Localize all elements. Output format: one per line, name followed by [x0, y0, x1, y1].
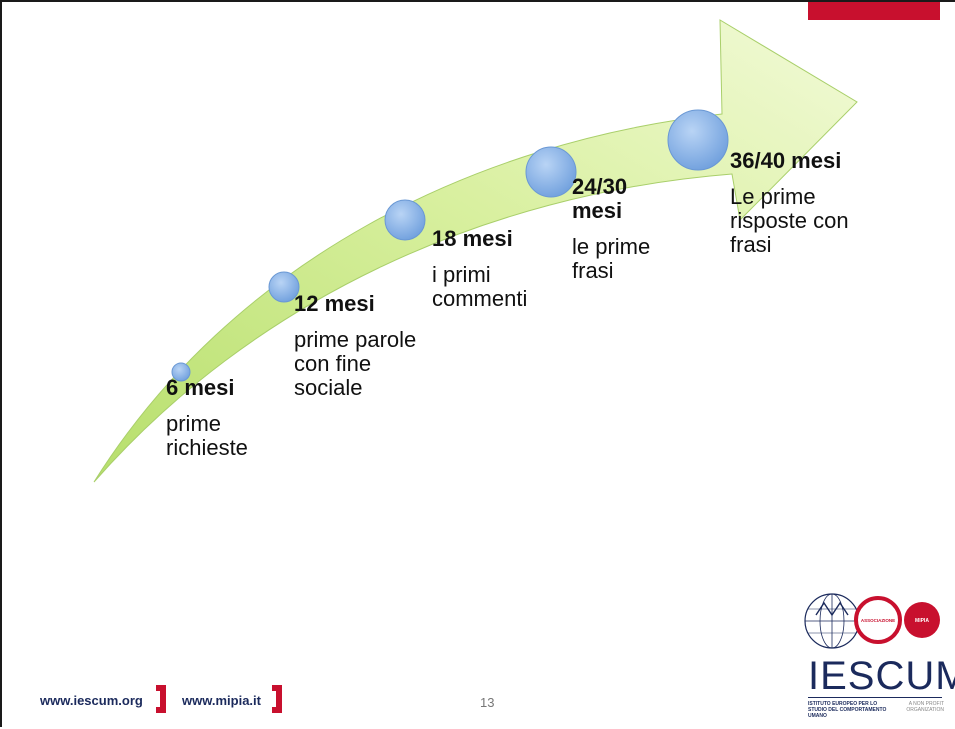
milestone-12-mesi: 12 mesi prime parole con fine sociale: [294, 292, 429, 400]
milestone-title: 18 mesi: [432, 226, 513, 251]
iescum-logo: ASSOCIAZIONE MIPIA IESCUM ISTITUTO EUROP…: [802, 585, 955, 725]
milestone-18-mesi: 18 mesi i primi commenti: [432, 227, 562, 311]
logo-badges: ASSOCIAZIONE MIPIA: [804, 593, 940, 649]
badge-left-text: ASSOCIAZIONE: [861, 618, 895, 623]
associazione-badge: ASSOCIAZIONE: [854, 596, 902, 644]
bubble-12-mesi: [268, 271, 300, 303]
milestone-6-mesi: 6 mesi prime richieste: [166, 376, 286, 460]
milestone-description: prime richieste: [166, 411, 248, 460]
milestone-description: i primi commenti: [432, 262, 528, 311]
red-bracket-decoration: [156, 685, 166, 713]
logo-subtitle-right: A NON PROFIT ORGANIZATION: [906, 701, 944, 713]
bubble-36-40-mesi: [667, 109, 729, 171]
milestone-title: 36/40 mesi: [730, 148, 842, 173]
bubble-24-30-mesi: [525, 146, 577, 198]
milestone-title: 12 mesi: [294, 291, 375, 316]
milestone-description: prime parole con fine sociale: [294, 327, 417, 400]
mipia-badge: MIPIA: [904, 602, 940, 638]
milestone-36-40-mesi: 36/40 mesi Le prime risposte con frasi: [730, 149, 890, 257]
red-bracket-decoration: [272, 685, 282, 713]
milestone-24-30-mesi: 24/30 mesi le prime frasi: [572, 175, 652, 283]
bubble-18-mesi: [384, 199, 426, 241]
logo-divider: [808, 697, 942, 698]
red-accent-bar: [808, 2, 940, 20]
bubble-6-mesi: [171, 362, 191, 382]
milestone-title: 6 mesi: [166, 375, 235, 400]
globe-icon: [804, 593, 860, 649]
logo-subtitle-left: ISTITUTO EUROPEO PER LO STUDIO DEL COMPO…: [808, 701, 887, 719]
milestone-description: Le prime risposte con frasi: [730, 184, 849, 257]
milestone-title: 24/30 mesi: [572, 174, 628, 223]
mipia-website-link[interactable]: www.mipia.it: [182, 693, 261, 708]
iescum-website-link[interactable]: www.iescum.org: [40, 693, 143, 708]
badge-right-text: MIPIA: [915, 618, 929, 624]
page-number: 13: [480, 695, 495, 710]
milestone-description: le prime frasi: [572, 234, 651, 283]
iescum-wordmark: IESCUM: [808, 654, 955, 698]
